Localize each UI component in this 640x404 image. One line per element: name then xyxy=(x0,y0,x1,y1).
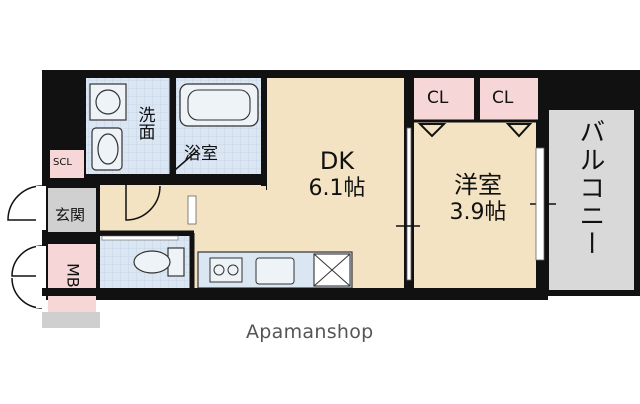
western-name: 洋室 xyxy=(454,171,502,199)
sliding-door xyxy=(406,127,412,281)
fridge-cross-2 xyxy=(313,253,351,287)
corridor-door xyxy=(187,195,197,225)
burner-1 xyxy=(213,264,225,276)
front-door xyxy=(7,185,43,221)
burner-2 xyxy=(227,264,239,276)
toilet-bowl xyxy=(133,250,171,274)
balcony-top-wall xyxy=(546,70,568,110)
shoe-closet-label: SCL xyxy=(53,157,72,168)
entrance-label: 玄関 xyxy=(55,206,86,224)
entrance-door-opening xyxy=(36,186,46,230)
bathtub-inner xyxy=(187,89,251,121)
toilet-door xyxy=(101,235,179,241)
basin-bowl xyxy=(97,133,119,165)
closet-1-label: CL xyxy=(427,88,449,108)
meter-box-label: MB xyxy=(63,263,83,288)
balcony-window xyxy=(535,147,545,261)
balcony-label: バルコニー xyxy=(574,118,605,258)
closet-2-floor xyxy=(480,78,538,120)
meter-box-base xyxy=(42,312,100,328)
western-floor xyxy=(414,122,536,288)
closet-2-label: CL xyxy=(492,88,514,108)
dk-size: 6.1帖 xyxy=(308,175,366,201)
western-size: 3.9帖 xyxy=(449,199,507,225)
dk-name: DK xyxy=(319,147,355,175)
closet-door-2 xyxy=(505,123,533,138)
bathroom-door xyxy=(167,149,199,177)
washer-drum xyxy=(95,89,121,115)
washroom-door xyxy=(125,180,161,221)
balcony-floor xyxy=(549,110,634,290)
closet-1-floor xyxy=(414,78,474,120)
bathtub xyxy=(179,83,259,127)
closet-door-1 xyxy=(417,123,447,138)
credit-text: Apamanshop xyxy=(246,321,374,343)
sink xyxy=(255,257,295,285)
entrance-floor xyxy=(48,188,96,232)
stove xyxy=(209,257,243,283)
bathroom-label: 浴室 xyxy=(184,144,218,164)
meter-box-area xyxy=(48,244,96,312)
dk-floor xyxy=(267,78,404,190)
shoe-closet-area xyxy=(50,150,84,178)
mb-door-opening xyxy=(36,246,46,308)
washroom-label: 洗面 xyxy=(134,106,155,140)
